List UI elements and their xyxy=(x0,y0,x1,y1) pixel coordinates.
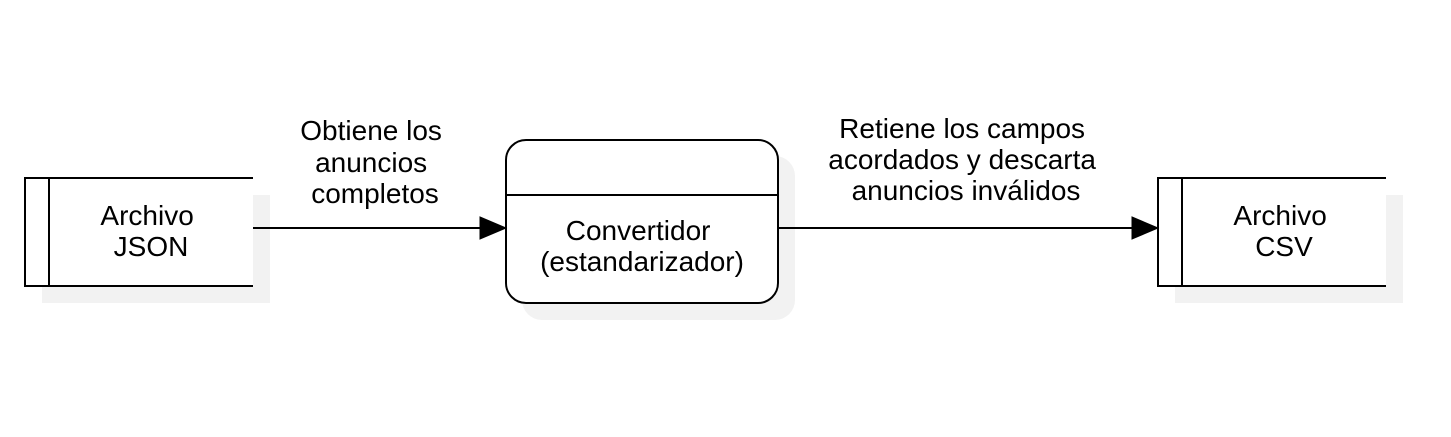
target-data-store[interactable]: Archivo CSV xyxy=(1157,177,1403,303)
process-label: Convertidor (estandarizador) xyxy=(540,215,744,277)
process-label-line-2: (estandarizador) xyxy=(540,246,744,277)
flow-out-label-line-2: acordados y descarta xyxy=(828,144,1096,175)
flow-in-label-line-2: anuncios xyxy=(315,147,427,178)
flow-out-label: Retiene los campos acordados y descarta … xyxy=(828,113,1104,206)
flow-in-label-line-1: Obtiene los xyxy=(300,115,442,146)
flow-out-label-line-3: anuncios inválidos xyxy=(852,175,1081,206)
process-label-line-1: Convertidor xyxy=(566,215,711,246)
source-store-outline xyxy=(24,177,253,287)
source-store-label-line-2: JSON xyxy=(114,231,189,262)
target-store-outline xyxy=(1157,177,1386,287)
source-store-fill xyxy=(25,178,253,286)
source-store-label: Archivo JSON xyxy=(100,200,201,262)
target-store-label: Archivo CSV xyxy=(1233,200,1334,262)
source-data-store[interactable]: Archivo JSON xyxy=(24,177,270,303)
source-store-label-line-1: Archivo xyxy=(100,200,193,231)
target-store-label-line-1: Archivo xyxy=(1233,200,1326,231)
target-store-fill xyxy=(1158,178,1386,286)
flow-in-label-line-3: completos xyxy=(311,178,439,209)
flow-in-label: Obtiene los anuncios completos xyxy=(300,115,449,209)
flow-out-arrowhead xyxy=(1131,216,1160,240)
flow-in-arrowhead xyxy=(479,216,508,240)
converter-process[interactable]: Convertidor (estandarizador) xyxy=(505,139,795,320)
process-box xyxy=(505,139,779,304)
flow-out-label-line-1: Retiene los campos xyxy=(839,113,1085,144)
flow-json-to-converter[interactable]: Obtiene los anuncios completos xyxy=(253,115,508,240)
target-store-label-line-2: CSV xyxy=(1255,231,1313,262)
flow-converter-to-csv[interactable]: Retiene los campos acordados y descarta … xyxy=(778,113,1160,240)
